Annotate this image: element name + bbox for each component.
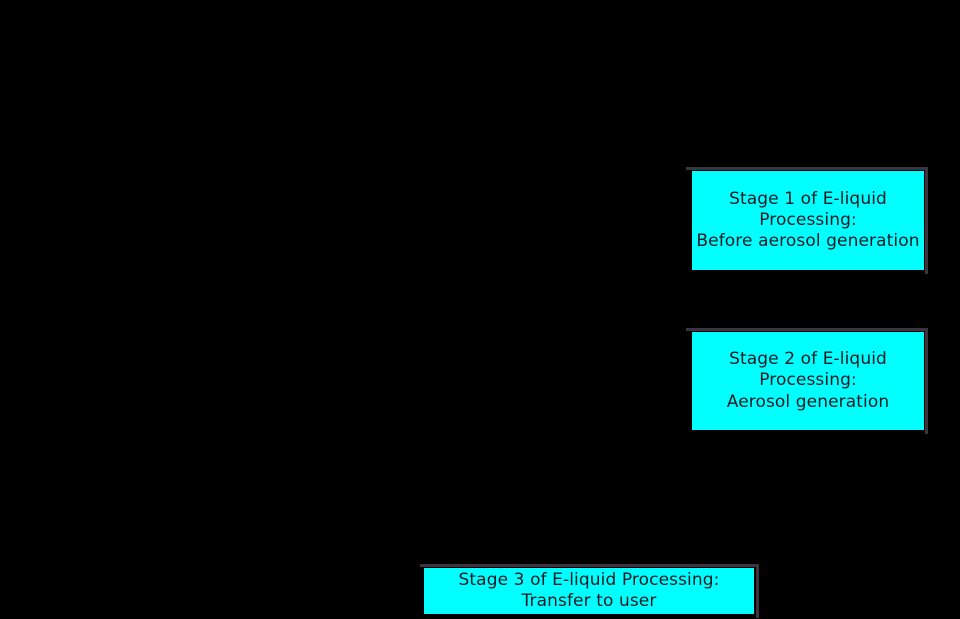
stage-3-top-edge [420,564,758,567]
stage-2-label: Stage 2 of E-liquid Processing: Aerosol … [726,349,890,412]
stage-1-top-edge [686,167,926,170]
stage-2-top-edge [686,328,926,331]
stage-3-box[interactable]: Stage 3 of E-liquid Processing: Transfer… [424,568,754,614]
stage-1-box[interactable]: Stage 1 of E-liquid Processing: Before a… [692,171,924,270]
stage-1-right-edge [925,167,928,274]
stage-2-box[interactable]: Stage 2 of E-liquid Processing: Aerosol … [692,332,924,430]
stage-1-label: Stage 1 of E-liquid Processing: Before a… [696,188,920,252]
stage-3-label: Stage 3 of E-liquid Processing: Transfer… [458,569,720,611]
stage-2-right-edge [925,328,928,434]
stage-3-right-edge [756,564,759,618]
